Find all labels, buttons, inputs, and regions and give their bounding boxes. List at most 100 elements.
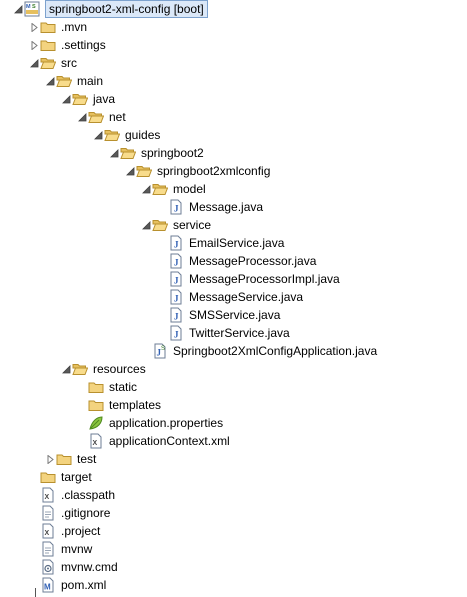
svg-text:J: J xyxy=(174,204,179,214)
text-file-icon xyxy=(40,505,56,521)
svg-text:M: M xyxy=(26,4,31,10)
tree-item-label: net xyxy=(109,110,126,124)
tree-item-twitterservice-java[interactable]: J TwitterService.java xyxy=(0,324,467,342)
expanded-twisty-icon[interactable] xyxy=(142,221,151,230)
tree-item-project[interactable]: X.project xyxy=(0,522,467,540)
tree-item-test[interactable]: test xyxy=(0,450,467,468)
expanded-twisty-icon[interactable] xyxy=(78,113,87,122)
svg-text:J: J xyxy=(174,330,179,340)
tree-item-mvn[interactable]: .mvn xyxy=(0,18,467,36)
java-file-icon: J xyxy=(168,289,184,305)
expanded-twisty-icon[interactable] xyxy=(62,365,71,374)
tree-item-label: pom.xml xyxy=(61,578,107,592)
expanded-twisty-icon[interactable] xyxy=(30,59,39,68)
tree-item-label: mvnw xyxy=(61,542,93,556)
tree-item-net[interactable]: net xyxy=(0,108,467,126)
svg-text:X: X xyxy=(93,440,98,447)
tree-item-label: guides xyxy=(125,128,161,142)
folder-open-icon xyxy=(56,73,72,89)
folder-open-icon xyxy=(72,361,88,377)
tree-item-smsservice-java[interactable]: J SMSService.java xyxy=(0,306,467,324)
tree-item-java[interactable]: java xyxy=(0,90,467,108)
folder-icon xyxy=(40,469,56,485)
folder-open-icon xyxy=(40,55,56,71)
svg-text:J: J xyxy=(174,258,179,268)
folder-open-icon xyxy=(104,127,120,143)
tree-item-label: resources xyxy=(93,362,146,376)
tree-item-label: .mvn xyxy=(61,20,88,34)
java-file-icon: J xyxy=(168,307,184,323)
tree-item-label: src xyxy=(61,56,77,70)
tree-item-model[interactable]: model xyxy=(0,180,467,198)
tree-item-templates[interactable]: templates xyxy=(0,396,467,414)
folder-open-icon xyxy=(120,145,136,161)
expanded-twisty-icon[interactable] xyxy=(46,77,55,86)
text-cursor xyxy=(35,588,36,597)
folder-icon xyxy=(88,379,104,395)
tree-item-message-java[interactable]: J Message.java xyxy=(0,198,467,216)
properties-file-icon xyxy=(88,415,104,431)
tree-item-static[interactable]: static xyxy=(0,378,467,396)
tree-item-mvnw-cmd[interactable]: mvnw.cmd xyxy=(0,558,467,576)
tree-item-label: springboot2-xml-config [boot] xyxy=(45,0,208,18)
tree-item-target[interactable]: target xyxy=(0,468,467,486)
expanded-twisty-icon[interactable] xyxy=(110,149,119,158)
tree-item-label: springboot2xmlconfig xyxy=(157,164,271,178)
tree-item-src[interactable]: src xyxy=(0,54,467,72)
tree-item-label: MessageProcessorImpl.java xyxy=(189,272,340,286)
tree-item-guides[interactable]: guides xyxy=(0,126,467,144)
java-file-icon: J xyxy=(168,325,184,341)
tree-item-label: applicationContext.xml xyxy=(109,434,230,448)
tree-item-label: TwitterService.java xyxy=(189,326,290,340)
expanded-twisty-icon[interactable] xyxy=(14,5,23,14)
xml-file-icon: X xyxy=(40,487,56,503)
expanded-twisty-icon[interactable] xyxy=(142,185,151,194)
tree-item-resources[interactable]: resources xyxy=(0,360,467,378)
java-file-icon: J xyxy=(168,271,184,287)
svg-text:M: M xyxy=(44,583,51,592)
svg-text:J: J xyxy=(174,312,179,322)
collapsed-twisty-icon[interactable] xyxy=(46,455,55,464)
tree-item-service[interactable]: service xyxy=(0,216,467,234)
collapsed-twisty-icon[interactable] xyxy=(30,41,39,50)
tree-item-label: springboot2 xyxy=(141,146,204,160)
expanded-twisty-icon[interactable] xyxy=(126,167,135,176)
tree-item-label: .classpath xyxy=(61,488,116,502)
tree-item-messageprocessorimpl-java[interactable]: J MessageProcessorImpl.java xyxy=(0,270,467,288)
expanded-twisty-icon[interactable] xyxy=(94,131,103,140)
tree-item-label: test xyxy=(77,452,97,466)
svg-text:J: J xyxy=(174,276,179,286)
folder-icon xyxy=(40,37,56,53)
svg-text:X: X xyxy=(45,494,50,501)
tree-item-label: SMSService.java xyxy=(189,308,281,322)
text-file-icon xyxy=(40,541,56,557)
folder-open-icon xyxy=(136,163,152,179)
svg-text:J: J xyxy=(174,294,179,304)
svg-text:J: J xyxy=(157,348,162,358)
tree-item-application-properties[interactable]: application.properties xyxy=(0,414,467,432)
maven-pom-icon: M xyxy=(40,577,56,593)
tree-item-gitignore[interactable]: .gitignore xyxy=(0,504,467,522)
tree-item-main[interactable]: main xyxy=(0,72,467,90)
collapsed-twisty-icon[interactable] xyxy=(30,23,39,32)
tree-item-label: Message.java xyxy=(189,200,264,214)
tree-item-settings[interactable]: .settings xyxy=(0,36,467,54)
tree-item-classpath[interactable]: X .classpath xyxy=(0,486,467,504)
tree-item-label: EmailService.java xyxy=(189,236,285,250)
tree-item-springboot2[interactable]: springboot2 xyxy=(0,144,467,162)
tree-item-springboot2xmlconfig[interactable]: springboot2xmlconfig xyxy=(0,162,467,180)
svg-text:S: S xyxy=(161,346,165,352)
tree-item-mvnw[interactable]: mvnw xyxy=(0,540,467,558)
tree-item-label: main xyxy=(77,74,104,88)
expanded-twisty-icon[interactable] xyxy=(62,95,71,104)
folder-open-icon xyxy=(72,91,88,107)
svg-text:X: X xyxy=(45,530,50,537)
